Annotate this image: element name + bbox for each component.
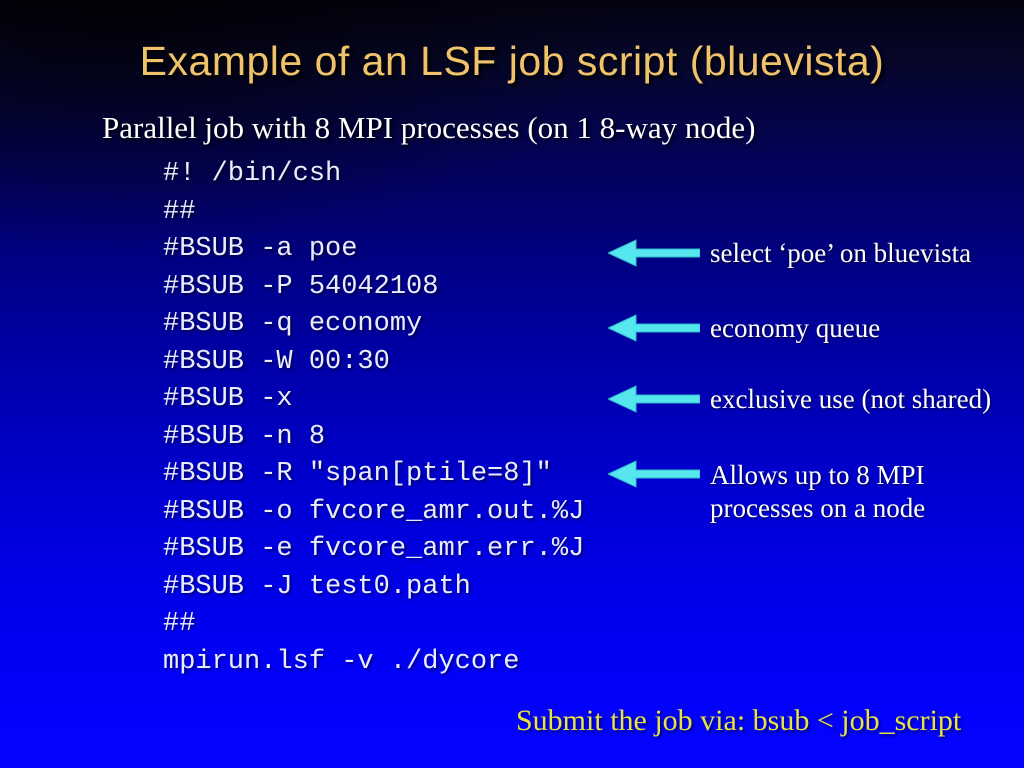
left-arrow-icon [608, 239, 700, 267]
annotation-exclusive-use: exclusive use (not shared) [710, 384, 992, 414]
code-line: ## [163, 196, 196, 227]
code-block: #! /bin/csh ## #BSUB -a poe #BSUB -P 540… [163, 156, 584, 681]
code-line: #BSUB -a poe [163, 234, 358, 264]
annotation-mpi-processes: Allows up to 8 MPI processes on a node [710, 460, 926, 523]
code-line: #BSUB -x [163, 384, 293, 414]
code-line: #BSUB -q economy [163, 309, 423, 339]
code-line: #BSUB -R "span[ptile=8]" [163, 459, 552, 489]
code-line: #BSUB -W 00:30 [163, 346, 390, 377]
left-arrow-icon [608, 385, 700, 413]
code-line: mpirun.lsf -v ./dycore [163, 646, 520, 677]
left-arrow-icon [608, 460, 700, 488]
code-line: #BSUB -n 8 [163, 421, 326, 452]
code-line: #BSUB -P 54042108 [163, 271, 439, 302]
code-line: #! /bin/csh [163, 159, 342, 189]
annotation-economy-queue: economy queue [710, 313, 881, 343]
code-line: #BSUB -e fvcore_amr.err.%J [163, 534, 585, 564]
slide-subtitle: Parallel job with 8 MPI processes (on 1 … [102, 110, 756, 145]
left-arrow-icon [608, 314, 700, 342]
annotation-select-poe: select ‘poe’ on bluevista [710, 238, 972, 268]
code-line: #BSUB -J test0.path [163, 571, 471, 602]
code-line: ## [163, 609, 196, 639]
slide-title: Example of an LSF job script (bluevista) [139, 38, 885, 84]
submit-instruction: Submit the job via: bsub < job_script [516, 704, 962, 737]
code-line: #BSUB -o fvcore_amr.out.%J [163, 496, 585, 527]
